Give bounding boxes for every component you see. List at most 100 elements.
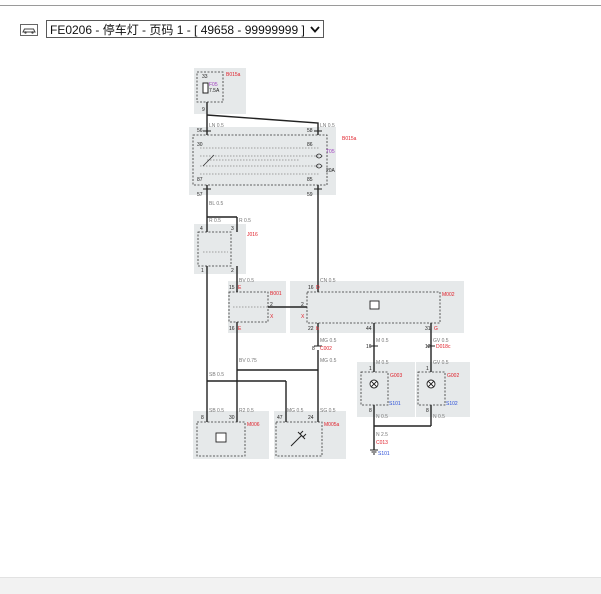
m005a-pin: 47 [277, 415, 283, 421]
m002-pin-letter: b [316, 326, 319, 332]
wire-label: BV 0.5 [239, 278, 254, 284]
c013-label: C013 [376, 440, 388, 446]
b001-x: X [270, 314, 274, 320]
g003-label: G003 [390, 373, 402, 379]
wire-label: CN 0.5 [320, 278, 336, 284]
page-selector-text: FE0206 - 停车灯 - 页码 1 - [ 49658 - 99999999… [50, 22, 305, 37]
m002-pin-letter: G [434, 326, 438, 332]
wire-label: M 0.5 [376, 360, 389, 366]
wire-label: R 0.5 [239, 218, 251, 224]
b015a-pin-top: 33 [202, 74, 208, 80]
fuse-amps: 7.5A [209, 88, 220, 94]
bottom-bar [0, 577, 601, 594]
wire-label: R2 0.5 [239, 408, 254, 414]
relay-pin: 30 [197, 142, 203, 148]
relay-amps: 20A [326, 168, 336, 174]
wire-label: N 0.5 [376, 414, 388, 420]
m002-pin: 22 [308, 326, 314, 332]
m002-label: M002 [442, 292, 455, 298]
wire-label: GV 0.5 [433, 360, 449, 366]
lamp-icon [369, 379, 379, 389]
j016-pin: 1 [201, 268, 204, 274]
relay-contact-icon [202, 154, 215, 167]
relay-part: T05 [326, 149, 335, 155]
b001-pin-letter: E [238, 285, 242, 291]
lamp-icon [426, 379, 436, 389]
m006-box [196, 421, 246, 457]
c002-label: C002 [320, 346, 332, 352]
diagnostic-plug-icon [290, 430, 307, 447]
wire-label: LN 0.5 [320, 123, 335, 129]
m002-pin: 31 [425, 326, 431, 332]
ground-icon [370, 449, 378, 455]
d018c-pin: 16 [366, 344, 372, 350]
relay-pin: 57 [197, 192, 203, 198]
module-chip-icon [369, 300, 380, 310]
b001-pin: 15 [229, 285, 235, 291]
b001-pin: 2 [301, 302, 304, 308]
m005a-label: M005a [324, 422, 340, 428]
relay-pin: 58 [307, 128, 313, 134]
b001-pin: 2 [270, 302, 273, 308]
b001-pin-letter: E [238, 326, 242, 332]
wire-label: M 0.5 [376, 338, 389, 344]
relay-box [192, 134, 328, 186]
g002-pin: 8 [426, 408, 429, 414]
g003-pin: 8 [369, 408, 372, 414]
relay-label: B015a [342, 136, 357, 142]
b015a-label: B015a [226, 72, 241, 78]
g002-label: G002 [447, 373, 459, 379]
wire-label: SB 0.5 [209, 408, 224, 414]
d018c-pin: 12 [425, 344, 431, 350]
car-icon[interactable] [20, 23, 38, 36]
relay-coil-icon [315, 153, 323, 169]
m002-pin: 44 [366, 326, 372, 332]
relay-pin: 56 [197, 128, 203, 134]
j016-pin: 2 [231, 268, 234, 274]
wire-label: BL 0.5 [209, 201, 223, 207]
wire-label: SB 0.5 [209, 372, 224, 378]
g002-splice: S102 [446, 401, 458, 407]
m005a-pin: 24 [308, 415, 314, 421]
wire-label: SG 0.5 [320, 408, 336, 414]
m006-label: M006 [247, 422, 260, 428]
relay-pin: 85 [307, 177, 313, 183]
chevron-down-icon [309, 23, 321, 35]
wire-label: MG 0.5 [320, 338, 337, 344]
relay-pin: 86 [307, 142, 313, 148]
wire-label: GV 0.5 [433, 338, 449, 344]
m006-pin: 8 [201, 415, 204, 421]
j016-pin: 4 [200, 226, 203, 232]
c002-pin: 8 [312, 346, 315, 352]
b015a-pin-bottom: 9 [202, 107, 205, 113]
module-chip-icon [215, 432, 227, 443]
relay-pin: 59 [307, 192, 313, 198]
top-divider [0, 5, 601, 6]
ground-label: S101 [378, 451, 390, 457]
j016-box [197, 231, 232, 267]
j016-pin: 3 [231, 226, 234, 232]
b001-label: B001 [270, 291, 282, 297]
wire-label: N 0.5 [433, 414, 445, 420]
toolbar: FE0206 - 停车灯 - 页码 1 - [ 49658 - 99999999… [20, 20, 324, 38]
g003-pin: 1 [369, 366, 372, 372]
wire-label: R 0.5 [209, 218, 221, 224]
wire-label: MG 0.5 [320, 358, 337, 364]
wire-label: N 2.5 [376, 432, 388, 438]
d018c-label: D018c [436, 344, 451, 350]
m002-pin-letter: D [316, 285, 320, 291]
fuse-icon [202, 82, 209, 94]
g003-splice: S101 [389, 401, 401, 407]
b001-x: X [301, 314, 305, 320]
page-selector-dropdown[interactable]: FE0206 - 停车灯 - 页码 1 - [ 49658 - 99999999… [46, 20, 324, 38]
m006-pin: 30 [229, 415, 235, 421]
g002-pin: 1 [426, 366, 429, 372]
wire-label: BV 0.75 [239, 358, 257, 364]
b001-pin: 16 [229, 326, 235, 332]
wire-label: MG 0.5 [287, 408, 304, 414]
j016-label: J016 [247, 232, 258, 238]
wire-label: LN 0.5 [209, 123, 224, 129]
fuse-label: F05 [209, 82, 218, 88]
m005a-box [275, 421, 323, 457]
